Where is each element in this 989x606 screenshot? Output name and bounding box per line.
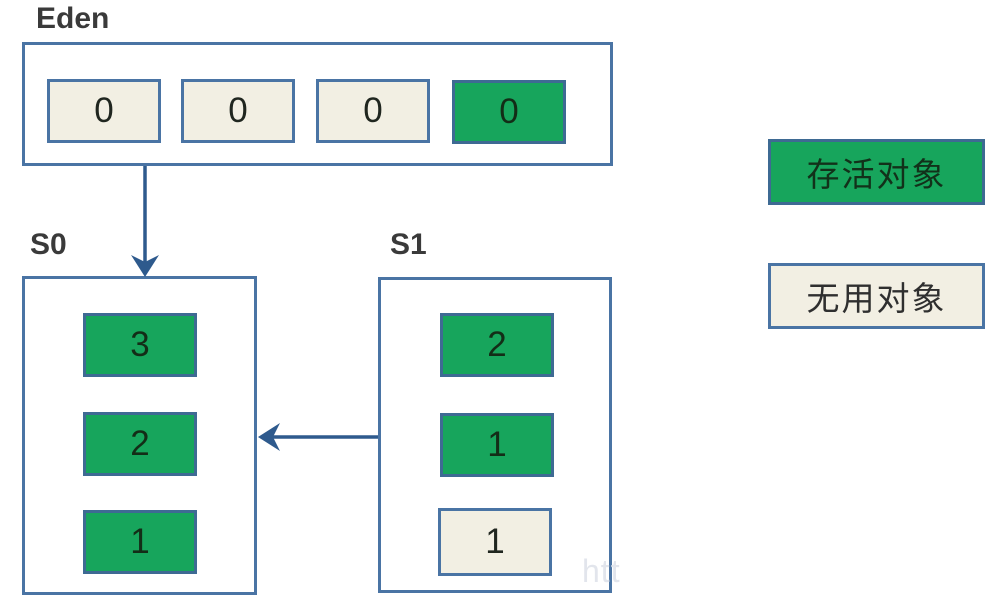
eden-cell-0: 0 (47, 79, 161, 143)
s0-label: S0 (30, 228, 67, 261)
s0-cell-0: 3 (83, 313, 197, 377)
eden-cell-2: 0 (316, 79, 430, 143)
s0-cell-2: 1 (83, 510, 197, 574)
watermark-text: htt (582, 553, 621, 589)
s1-cell-0: 2 (440, 313, 554, 377)
s1-label: S1 (390, 228, 427, 261)
eden-cell-3: 0 (452, 80, 566, 144)
s1-to-s0-arrow (258, 423, 378, 451)
eden-to-s0-arrow (131, 166, 159, 277)
legend-live-object: 存活对象 (768, 139, 985, 205)
legend-dead-object: 无用对象 (768, 263, 985, 329)
s1-cell-2: 1 (438, 508, 552, 576)
eden-cell-1: 0 (181, 79, 295, 143)
s1-cell-1: 1 (440, 413, 554, 477)
s0-cell-1: 2 (83, 412, 197, 476)
eden-label: Eden (36, 2, 110, 35)
